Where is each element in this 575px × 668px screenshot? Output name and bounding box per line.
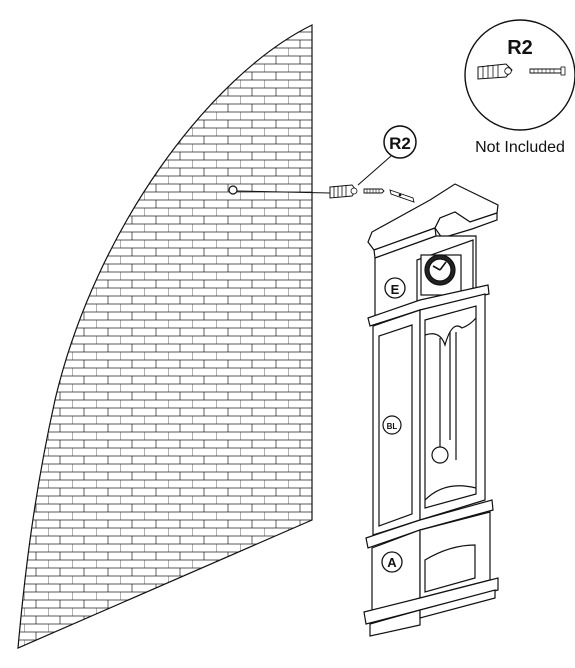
label-e: E — [384, 277, 406, 299]
parts-callout: R2 — [464, 19, 575, 131]
leader-line — [236, 190, 331, 194]
not-included-note: Not Included — [475, 139, 565, 156]
label-a: A — [381, 551, 403, 573]
callout-part-id: R2 — [507, 37, 533, 59]
wall-hole — [228, 185, 238, 195]
r2-pointer-bubble: R2 — [357, 125, 417, 186]
anchor-icon — [329, 184, 358, 199]
callout-anchor-icon — [477, 63, 513, 80]
callout-screw-icon — [529, 66, 566, 76]
svg-text:E: E — [391, 282, 400, 297]
bracket-icon — [389, 189, 415, 203]
svg-text:BL: BL — [387, 422, 398, 431]
label-bl: BL — [382, 415, 402, 435]
svg-text:R2: R2 — [389, 134, 411, 153]
svg-text:A: A — [387, 555, 397, 570]
brick-wall — [17, 24, 313, 649]
screw-icon — [363, 188, 385, 194]
